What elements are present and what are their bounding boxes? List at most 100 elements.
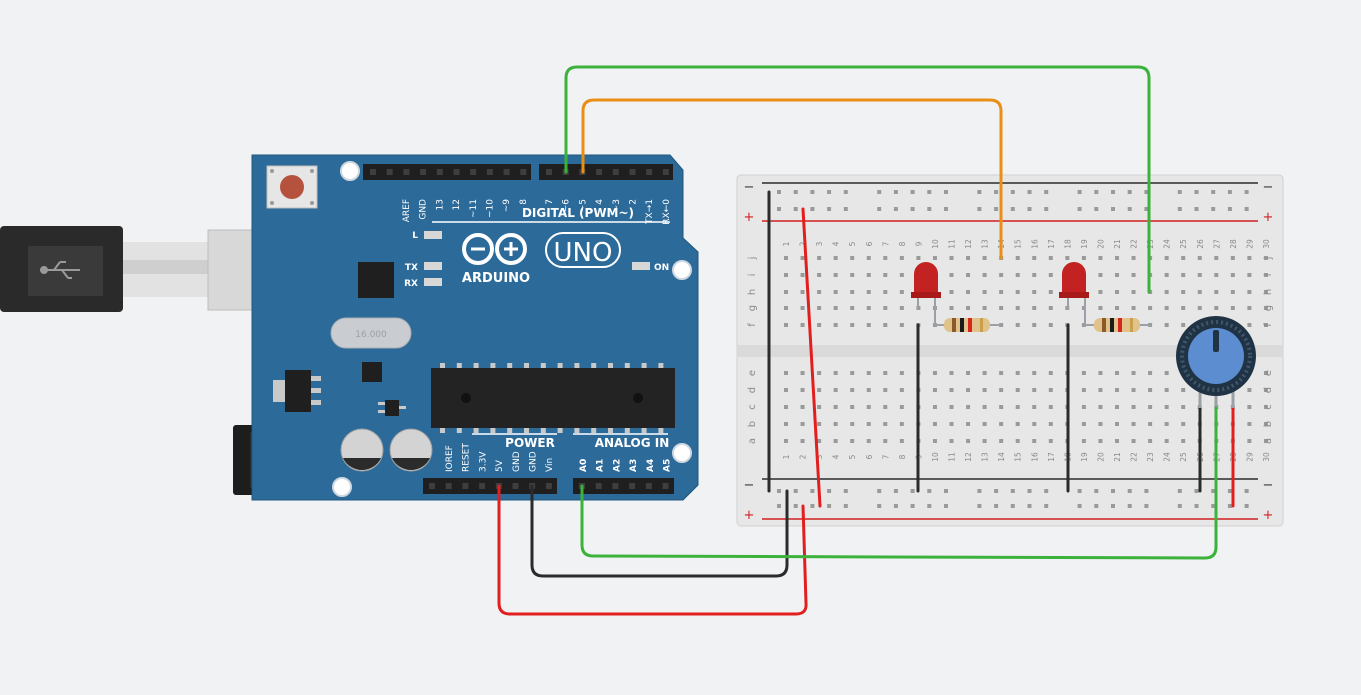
bb-hole[interactable] (932, 439, 937, 443)
bb-hole[interactable] (1263, 371, 1268, 375)
header-pin[interactable] (453, 169, 460, 175)
bb-hole[interactable] (1230, 273, 1235, 277)
bb-hole[interactable] (784, 273, 788, 277)
bb-rail-hole[interactable] (810, 489, 815, 493)
bb-hole[interactable] (850, 273, 855, 277)
header-pin[interactable] (403, 169, 410, 175)
bb-hole[interactable] (850, 422, 855, 426)
bb-hole[interactable] (1115, 273, 1119, 277)
bb-hole[interactable] (817, 290, 822, 294)
bb-hole[interactable] (833, 405, 838, 409)
bb-hole[interactable] (1197, 256, 1202, 260)
bb-rail-hole[interactable] (893, 207, 898, 211)
bb-hole[interactable] (883, 290, 888, 294)
bb-rail-hole[interactable] (1077, 190, 1082, 194)
bb-hole[interactable] (1131, 256, 1136, 260)
bb-rail-hole[interactable] (1194, 207, 1199, 211)
bb-hole[interactable] (866, 323, 871, 327)
bb-hole[interactable] (1214, 290, 1219, 294)
bb-hole[interactable] (1181, 273, 1186, 277)
bb-hole[interactable] (1230, 290, 1235, 294)
bb-rail-hole[interactable] (910, 504, 915, 508)
bb-rail-hole[interactable] (1127, 207, 1132, 211)
bb-hole[interactable] (883, 273, 888, 277)
bb-rail-hole[interactable] (994, 504, 999, 508)
bb-rail-hole[interactable] (910, 489, 915, 493)
bb-rail-hole[interactable] (777, 489, 781, 493)
bb-hole[interactable] (784, 290, 788, 294)
bb-hole[interactable] (1181, 306, 1186, 310)
bb-hole[interactable] (949, 306, 954, 310)
bb-rail-hole[interactable] (977, 504, 982, 508)
bb-hole[interactable] (916, 256, 921, 260)
bb-rail-hole[interactable] (1027, 489, 1032, 493)
bb-hole[interactable] (833, 439, 838, 443)
bb-hole[interactable] (1098, 256, 1103, 260)
bb-hole[interactable] (1015, 273, 1020, 277)
bb-hole[interactable] (1081, 323, 1086, 327)
bb-rail-hole[interactable] (927, 504, 932, 508)
bb-hole[interactable] (1247, 323, 1252, 327)
bb-hole[interactable] (1081, 405, 1086, 409)
bb-hole[interactable] (1098, 306, 1103, 310)
bb-rail-hole[interactable] (1010, 489, 1015, 493)
bb-hole[interactable] (999, 371, 1004, 375)
bb-rail-hole[interactable] (1144, 207, 1149, 211)
header-pin[interactable] (436, 169, 443, 175)
bb-rail-hole[interactable] (843, 489, 848, 493)
bb-hole[interactable] (999, 323, 1004, 327)
bb-rail-hole[interactable] (1094, 489, 1099, 493)
bb-rail-hole[interactable] (827, 504, 832, 508)
header-pin[interactable] (470, 169, 477, 175)
bb-hole[interactable] (1081, 422, 1086, 426)
bb-hole[interactable] (784, 256, 788, 260)
header-pin[interactable] (645, 483, 652, 489)
bb-hole[interactable] (1164, 405, 1169, 409)
bb-hole[interactable] (1115, 306, 1119, 310)
bb-hole[interactable] (899, 306, 904, 310)
bb-hole[interactable] (800, 323, 805, 327)
bb-rail-hole[interactable] (1244, 190, 1249, 194)
bb-hole[interactable] (1197, 306, 1202, 310)
bb-hole[interactable] (999, 405, 1004, 409)
bb-rail-hole[interactable] (877, 190, 882, 194)
bb-rail-hole[interactable] (1044, 504, 1049, 508)
bb-hole[interactable] (1115, 439, 1119, 443)
bb-rail-hole[interactable] (893, 489, 898, 493)
bb-hole[interactable] (866, 405, 871, 409)
bb-hole[interactable] (1081, 371, 1086, 375)
bb-rail-hole[interactable] (777, 190, 781, 194)
bb-rail-hole[interactable] (977, 207, 982, 211)
bb-hole[interactable] (1263, 323, 1268, 327)
bb-hole[interactable] (999, 439, 1004, 443)
bb-rail-hole[interactable] (1227, 190, 1232, 194)
header-pin[interactable] (520, 169, 527, 175)
bb-hole[interactable] (866, 290, 871, 294)
bb-hole[interactable] (1164, 439, 1169, 443)
bb-hole[interactable] (800, 290, 805, 294)
bb-rail-hole[interactable] (927, 207, 932, 211)
bb-rail-hole[interactable] (1244, 504, 1249, 508)
bb-hole[interactable] (833, 388, 838, 392)
bb-rail-hole[interactable] (1177, 489, 1182, 493)
bb-hole[interactable] (817, 273, 822, 277)
bb-rail-hole[interactable] (1010, 504, 1015, 508)
bb-hole[interactable] (1048, 323, 1053, 327)
bb-hole[interactable] (850, 405, 855, 409)
bb-hole[interactable] (1048, 256, 1053, 260)
bb-hole[interactable] (784, 405, 788, 409)
bb-hole[interactable] (1131, 405, 1136, 409)
bb-hole[interactable] (1098, 371, 1103, 375)
bb-hole[interactable] (1131, 273, 1136, 277)
bb-hole[interactable] (1247, 306, 1252, 310)
bb-hole[interactable] (932, 422, 937, 426)
bb-rail-hole[interactable] (793, 207, 798, 211)
bb-rail-hole[interactable] (793, 489, 798, 493)
bb-hole[interactable] (1263, 256, 1268, 260)
bb-rail-hole[interactable] (877, 207, 882, 211)
bb-hole[interactable] (999, 306, 1004, 310)
bb-hole[interactable] (883, 422, 888, 426)
bb-rail-hole[interactable] (1127, 489, 1132, 493)
bb-rail-hole[interactable] (1211, 489, 1216, 493)
bb-hole[interactable] (1247, 256, 1252, 260)
